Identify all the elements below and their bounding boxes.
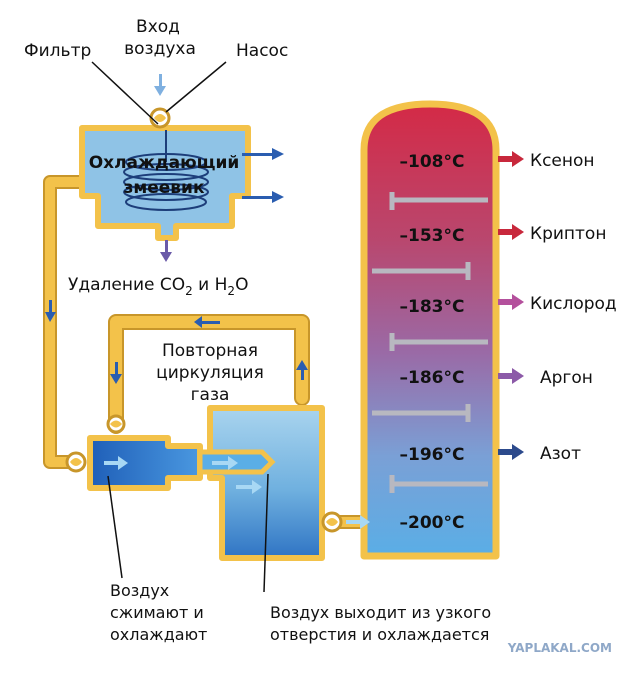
valve-icon: [65, 451, 87, 473]
arrow-right-icon: [104, 456, 370, 529]
compress-label-line1: Воздух: [110, 581, 169, 600]
air-in-arrow-icon: [154, 74, 166, 96]
nozzle-label-line2: отверстия и охлаждается: [270, 625, 489, 644]
output-oxygen: Кислород: [498, 294, 617, 314]
arrow-right-icon: [498, 449, 514, 455]
output-nitrogen: Азот: [498, 444, 581, 464]
arrow-right-icon: [498, 299, 514, 305]
air-in-label-line1: Вход: [136, 17, 180, 37]
valve-icon: [321, 511, 343, 533]
filter-label: Фильтр: [24, 41, 91, 61]
temperature-label: –200°C: [400, 513, 465, 533]
valve-icon: [106, 414, 126, 434]
coil-icon: [123, 130, 209, 211]
coil-label-line2: змеевик: [123, 178, 205, 198]
watermark: YAPLAKAL.COM: [507, 641, 612, 655]
arrow-right-icon: [242, 148, 284, 160]
nozzle-label-line1: Воздух выходит из узкого: [270, 603, 491, 622]
cooling-coil-tank: Охлаждающий змеевик: [79, 125, 251, 241]
output-label: Аргон: [540, 368, 593, 388]
arrow-left-icon: [194, 316, 220, 328]
arrow-down-icon: [45, 300, 56, 322]
expansion-tank: [207, 405, 325, 561]
temperature-label: –153°C: [400, 226, 465, 246]
arrow-right-icon: [498, 156, 514, 162]
distillation-column: [360, 100, 500, 560]
flow-arrows: [45, 74, 370, 529]
coil-label-line1: Охлаждающий: [89, 153, 240, 173]
compress-label-line3: охлаждают: [110, 625, 207, 644]
column-outputs: Ксенон Криптон Кислород Аргон Азот: [498, 151, 617, 464]
arrow-right-icon: [498, 229, 514, 235]
temperature-label: –108°C: [400, 152, 465, 172]
recirc-label-line1: Повторная: [162, 341, 258, 361]
air-in-label-line2: воздуха: [124, 39, 196, 59]
arrow-right-icon: [242, 191, 284, 203]
arrow-down-icon: [110, 362, 122, 384]
arrow-down-icon: [160, 240, 172, 262]
output-krypton: Криптон: [498, 224, 606, 244]
column-temperatures: –108°C –153°C –183°C –186°C –196°C –200°…: [400, 152, 465, 533]
output-label: Кислород: [530, 294, 617, 314]
compress-label-line2: сжимают и: [110, 603, 204, 622]
recirc-label-line2: циркуляция: [156, 363, 264, 383]
output-argon: Аргон: [498, 368, 593, 388]
column-trays: [372, 192, 488, 493]
removal-label: Удаление CO2 и H2O: [68, 275, 248, 298]
output-label: Криптон: [530, 224, 606, 244]
recirc-label-line3: газа: [191, 385, 230, 405]
temperature-label: –196°C: [400, 445, 465, 465]
output-label: Ксенон: [530, 151, 595, 171]
arrow-right-icon: [498, 373, 514, 379]
temperature-label: –186°C: [400, 368, 465, 388]
output-label: Азот: [540, 444, 581, 464]
output-xenon: Ксенон: [498, 151, 595, 171]
arrow-up-icon: [296, 360, 308, 380]
temperature-label: –183°C: [400, 297, 465, 317]
valves: [65, 107, 343, 533]
pump-label: Насос: [236, 41, 288, 61]
leader-lines: [91, 61, 269, 593]
